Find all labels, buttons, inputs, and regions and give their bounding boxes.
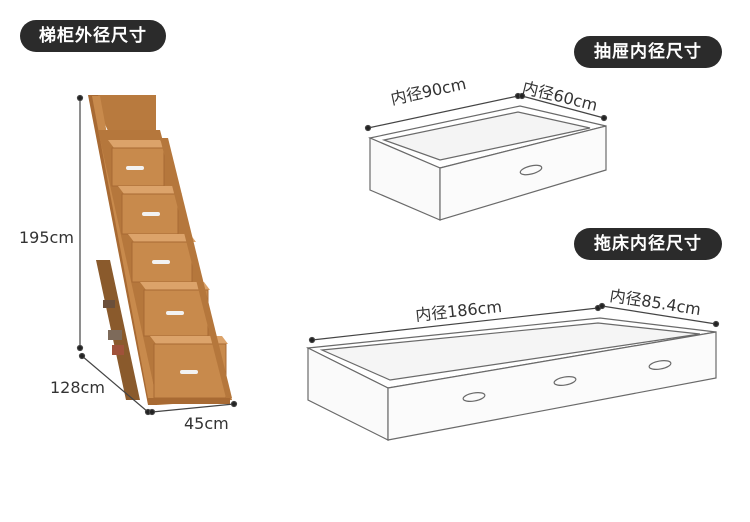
stair-drawer-5-handle [180, 370, 198, 374]
trundle-handle-3 [648, 360, 672, 370]
stair-drawer-4-handle [166, 311, 184, 315]
stair-base [150, 398, 230, 404]
trundle-front-panel [387, 331, 717, 441]
stair-cabinet-image [88, 95, 232, 405]
shelf-book [112, 345, 124, 355]
stair-dimension-lines [76, 94, 238, 416]
stair-cabinet-outer-size-badge: 梯柜外径尺寸 [20, 20, 166, 52]
stair-drawer-1-handle [126, 166, 144, 170]
dimension-endpoint [230, 400, 238, 408]
dimension-endpoint [76, 344, 84, 352]
stair-depth-line [81, 355, 149, 413]
stair-step-3-top [128, 234, 196, 242]
drawer-width-line [521, 95, 605, 119]
drawer-length-line [367, 95, 519, 129]
dimension-endpoint [148, 408, 156, 416]
trundle-sketch-image [305, 317, 717, 441]
trundle-handle-2 [553, 376, 577, 386]
dimension-endpoint [712, 320, 720, 328]
stair-step-2-top [118, 186, 182, 194]
drawer-inner-size-badge: 抽屉内径尺寸 [574, 36, 722, 68]
dimension-endpoint [600, 114, 608, 122]
trundle-dimension-lines [308, 302, 720, 344]
trundle-handle-1 [462, 392, 486, 402]
dimension-endpoint [598, 302, 606, 310]
drawer-sketch-image [368, 105, 607, 221]
dimension-endpoint [76, 94, 84, 102]
trundle-inner-cavity [319, 322, 701, 381]
stair-top-back-panel [92, 95, 156, 140]
dimension-endpoint [364, 124, 372, 132]
stair-drawer-2-handle [142, 212, 160, 216]
drawer-inner-cavity [381, 111, 591, 161]
shelf-book [108, 330, 122, 340]
stair-height-label: 195cm [19, 228, 74, 247]
drawer-dimension-lines [364, 92, 608, 132]
stair-right-side-panel [160, 138, 232, 398]
trundle-width-line [601, 305, 717, 325]
drawer-handle [519, 164, 543, 176]
stair-step-1-top [108, 140, 166, 148]
dimension-endpoint [518, 92, 526, 100]
trundle-length-line [311, 307, 599, 341]
stair-depth-label: 128cm [50, 378, 105, 397]
stair-drawer-3-handle [152, 260, 170, 264]
shelf-book [103, 300, 115, 308]
stair-width-label: 45cm [184, 414, 229, 433]
trundle-inner-size-badge: 拖床内径尺寸 [574, 228, 722, 260]
dimension-endpoint [78, 352, 86, 360]
dimension-endpoint [308, 336, 316, 344]
stair-width-line [151, 403, 235, 413]
drawer-front-panel [439, 125, 607, 221]
stair-step-4-top [140, 282, 210, 290]
stair-step-5-top [150, 336, 228, 344]
